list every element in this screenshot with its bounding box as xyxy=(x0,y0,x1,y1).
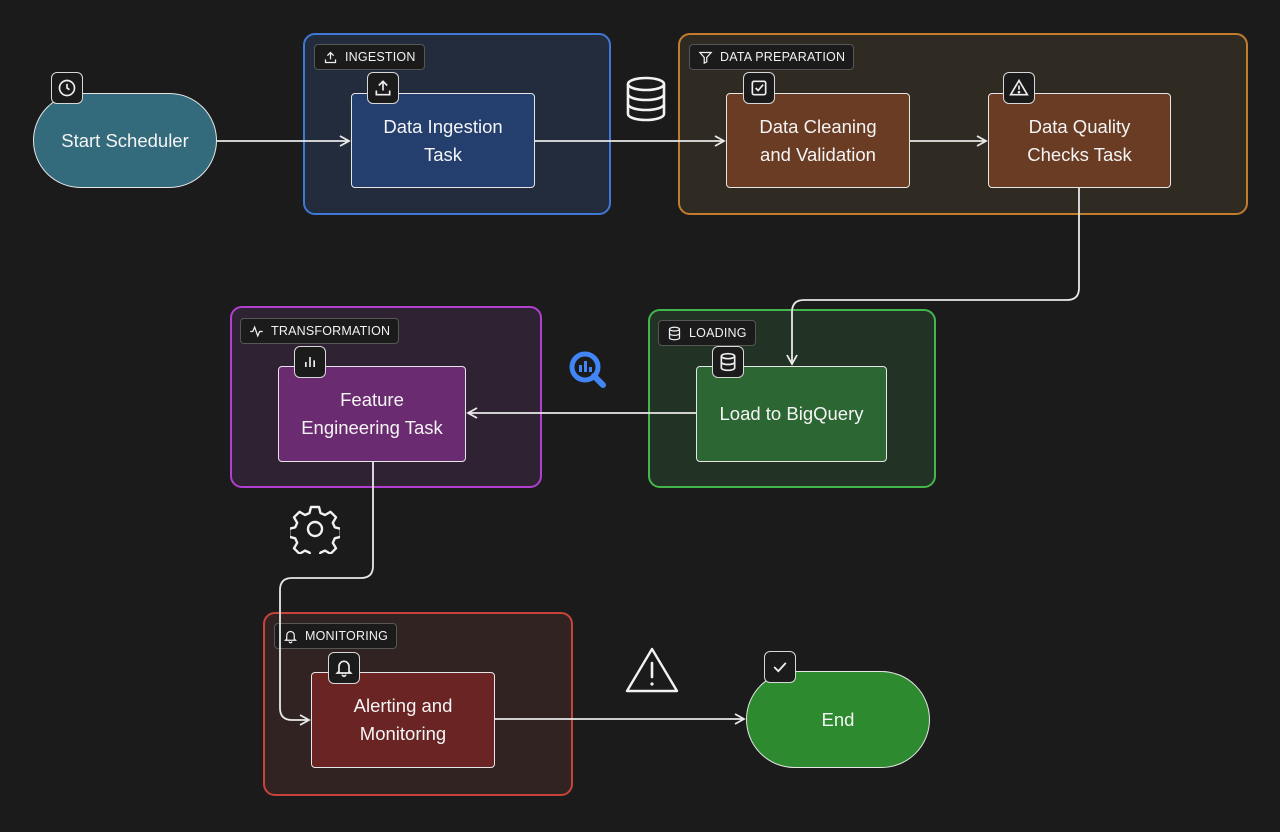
quality-badge xyxy=(1003,72,1035,104)
ingestion-group-label: INGESTION xyxy=(314,44,425,70)
clock-icon xyxy=(58,79,76,97)
data-quality-label: Data Quality Checks Task xyxy=(1027,115,1132,165)
monitoring-group-label: MONITORING xyxy=(274,623,398,649)
warning-icon xyxy=(1009,78,1029,96)
transformation-group-label: TRANSFORMATION xyxy=(240,318,400,344)
data-preparation-group-label: DATA PREPARATION xyxy=(689,44,855,70)
database-icon xyxy=(626,76,666,122)
load-badge xyxy=(712,346,744,378)
ingest-badge xyxy=(367,72,399,104)
clean-badge xyxy=(743,72,775,104)
alert-badge xyxy=(328,652,360,684)
feature-engineering-label: Feature Engineering Task xyxy=(301,389,443,438)
data-preparation-group-title: DATA PREPARATION xyxy=(720,50,846,64)
data-ingestion-label: Data Ingestion Task xyxy=(383,115,503,165)
upload-icon xyxy=(375,80,391,96)
bell-icon xyxy=(335,660,353,678)
feature-engineering-node[interactable]: Feature Engineering Task xyxy=(278,366,466,462)
data-cleaning-node[interactable]: Data Cleaning and Validation xyxy=(726,93,910,188)
bar-chart-icon xyxy=(305,357,315,367)
end-label: End xyxy=(821,708,855,730)
monitoring-group-title: MONITORING xyxy=(305,629,389,643)
end-badge xyxy=(764,651,796,683)
checkbox-icon xyxy=(751,80,767,96)
data-cleaning-label: Data Cleaning and Validation xyxy=(759,115,877,165)
load-bigquery-node[interactable]: Load to BigQuery xyxy=(696,366,887,462)
loading-group-title: LOADING xyxy=(689,326,747,340)
alerting-monitoring-node[interactable]: Alerting and Monitoring xyxy=(311,672,495,768)
gear-icon xyxy=(290,505,340,554)
check-icon xyxy=(773,662,787,673)
end-node[interactable]: End xyxy=(746,671,930,768)
feature-badge xyxy=(294,346,326,378)
bigquery-icon xyxy=(569,351,606,388)
activity-icon xyxy=(250,324,263,338)
warning-icon xyxy=(625,647,679,693)
loading-group-label: LOADING xyxy=(658,320,756,346)
start-scheduler-label: Start Scheduler xyxy=(61,129,189,151)
transformation-group-title: TRANSFORMATION xyxy=(271,324,391,338)
database-icon xyxy=(720,352,736,372)
alerting-monitoring-label: Alerting and Monitoring xyxy=(353,695,453,744)
ingestion-group-title: INGESTION xyxy=(345,50,416,64)
start-badge xyxy=(51,72,83,104)
data-ingestion-node[interactable]: Data Ingestion Task xyxy=(351,93,535,188)
database-icon xyxy=(668,326,681,340)
bell-icon xyxy=(283,630,298,643)
filter-icon xyxy=(698,51,713,64)
start-scheduler-node[interactable]: Start Scheduler xyxy=(33,93,217,188)
upload-icon xyxy=(324,51,337,63)
data-quality-node[interactable]: Data Quality Checks Task xyxy=(988,93,1171,188)
load-bigquery-label: Load to BigQuery xyxy=(719,403,864,424)
